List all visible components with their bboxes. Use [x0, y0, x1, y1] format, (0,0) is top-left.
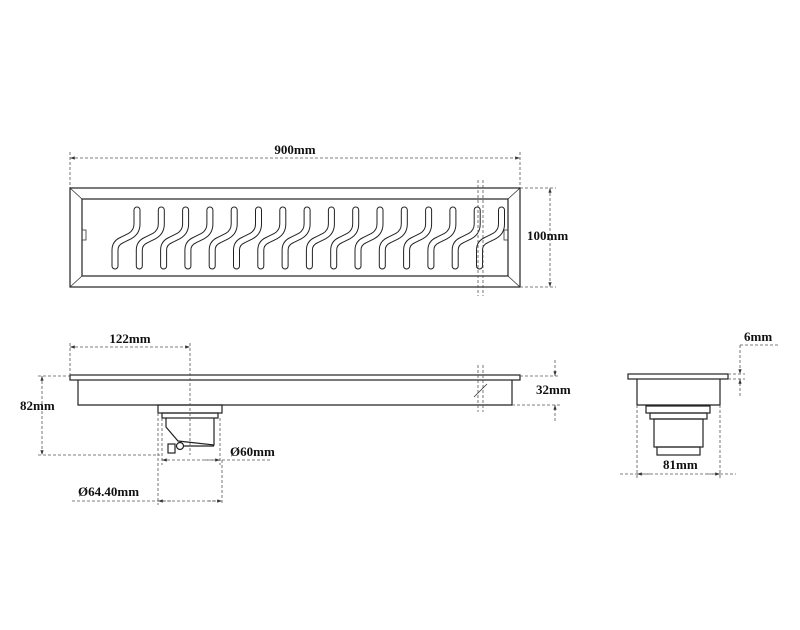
top-view: 900mm 100mm	[69, 142, 568, 296]
end-flange	[627, 373, 729, 380]
grate-slot-opening	[136, 207, 164, 269]
end-channel	[636, 379, 721, 406]
flange-label: 6mm	[744, 329, 772, 344]
grate-slot-opening	[428, 207, 456, 269]
grate-slots	[111, 206, 505, 270]
grate-slot-opening	[234, 207, 261, 269]
grate-slot-opening	[161, 207, 189, 269]
grate-slot-opening	[477, 207, 504, 269]
grate-slot-opening	[258, 207, 286, 269]
grate-slot-opening	[452, 207, 480, 269]
grate-slot-opening	[209, 207, 237, 269]
grate-slot-opening	[331, 207, 359, 269]
width-label: 100mm	[527, 228, 568, 243]
grate-slot-opening	[306, 207, 334, 269]
outer-diameter-dimension: Ø64.40mm	[72, 413, 223, 505]
side-flange	[69, 374, 521, 381]
outlet-width-label: 81mm	[663, 457, 698, 472]
end-view: 6mm 81mm	[620, 329, 778, 478]
side-view: 122mm 82mm 32mm Ø60mm Ø6	[20, 331, 571, 505]
channel-depth-dimension: 32mm	[512, 360, 571, 421]
outlet-offset-label: 122mm	[109, 331, 150, 346]
side-channel	[77, 380, 513, 406]
grate-slot-opening	[355, 207, 383, 269]
grate-slot-opening	[379, 207, 407, 269]
grate-slot-opening	[185, 207, 213, 269]
total-depth-label: 82mm	[20, 398, 55, 413]
grate-outer-frame	[69, 187, 521, 288]
flange-dimension: 6mm	[728, 329, 778, 396]
grate-slot-opening	[404, 207, 432, 269]
total-depth-dimension: 82mm	[20, 375, 160, 456]
channel-depth-label: 32mm	[536, 382, 571, 397]
break-marks	[477, 180, 484, 296]
inner-diameter-label: Ø60mm	[230, 444, 275, 459]
outlet-offset-dimension: 122mm	[69, 331, 191, 455]
grate-slot-opening	[112, 207, 140, 269]
inner-diameter-dimension: Ø60mm	[161, 418, 275, 465]
trap-hinge	[167, 443, 176, 454]
outlet-width-dimension: 81mm	[620, 405, 736, 478]
outer-diameter-label: Ø64.40mm	[78, 484, 139, 499]
length-dimension: 900mm	[69, 142, 521, 188]
grate-slot-opening	[282, 207, 310, 269]
width-dimension: 100mm	[520, 187, 568, 288]
length-label: 900mm	[274, 142, 315, 157]
end-outlet-pipe	[653, 418, 704, 448]
